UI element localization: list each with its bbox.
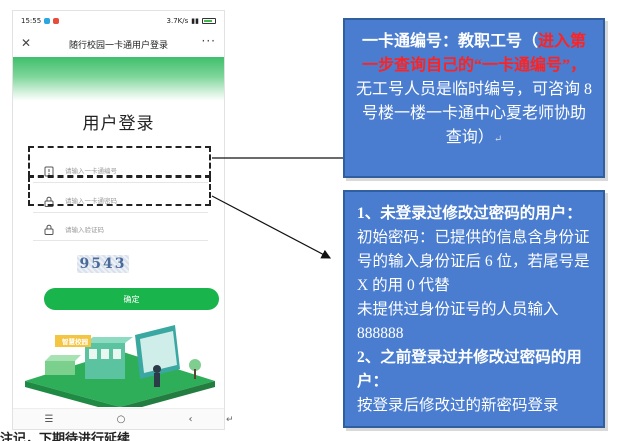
captcha-image[interactable]: 9543 [77,255,129,273]
system-nav-bar: ☰ ○ ‹ [13,408,224,429]
captcha-field[interactable] [33,219,208,241]
connector-arrow-2 [211,195,332,259]
page-title: 随行校园一卡通用户登录 [68,40,168,51]
confirm-button[interactable]: 确定 [44,288,219,310]
card-number-input[interactable] [65,167,195,175]
battery-icon [202,18,216,24]
password-field[interactable] [33,190,208,212]
signal-icon: ▮▮ [191,17,199,25]
password-input[interactable] [65,197,195,205]
title-bar: ✕ 随行校园一卡通用户登录 ··· [13,33,224,55]
bottom-cut-text: 注记，下期待进行延续 [0,431,131,441]
home-icon[interactable]: ○ [116,414,126,425]
captcha-input[interactable] [65,225,195,234]
password-field-highlight [28,176,211,206]
password-note: 1、未登录过修改过密码的用户： 初始密码：已提供的信息含身份证号的输入身份证后 … [343,190,605,428]
status-time: 15:55 [21,17,42,25]
note1-highlight: 进入第一步查询自己的“一卡通编号”， [361,33,587,74]
card-number-note: 一卡通编号：教职工号（进入第一步查询自己的“一卡通编号”， 无工号人员是临时编号… [343,18,605,178]
phone-screenshot: 15:55 3.7K/s ▮▮ ✕ 随行校园一卡通用户登录 ··· 用户登录 [12,10,225,430]
illustration-sign: 智慧校园 [62,338,88,346]
menu-icon[interactable]: ☰ [44,414,54,425]
close-icon[interactable]: ✕ [21,36,32,50]
divider [33,182,208,183]
paragraph-mark-icon: ↵ [493,134,503,145]
campus-illustration [25,325,215,407]
back-icon[interactable]: ‹ [188,414,193,425]
header-banner [13,57,224,101]
divider [33,212,208,213]
more-icon[interactable]: ··· [201,34,216,48]
paragraph-mark-icon: ↵ [226,415,234,425]
lock-icon [43,224,55,236]
note2-paragraph-2: 未提供过身份证号的人员输入888888 [357,301,559,342]
status-bar: 15:55 3.7K/s ▮▮ [13,11,224,31]
note2-heading-1: 1、未登录过修改过密码的用户： [357,205,582,222]
lock-icon [43,195,55,207]
alert-notification-icon [53,18,60,24]
login-heading: 用户登录 [82,114,155,134]
network-speed: 3.7K/s [166,17,189,25]
note1-detail: 无工号人员是临时编号，可咨询 8 号楼一楼一卡通中心夏老师协助查询） [355,81,592,146]
note2-paragraph-1: 初始密码：已提供的信息含身份证号的输入身份证后 6 位，若尾号是 X 的用 0 … [357,229,590,294]
app-notification-icon [44,18,51,24]
note2-paragraph-3: 按登录后修改过的新密码登录 [357,397,559,414]
note1-prefix: 一卡通编号：教职工号（ [361,33,538,50]
note2-heading-2: 2、之前登录过并修改过密码的用户： [357,349,582,390]
